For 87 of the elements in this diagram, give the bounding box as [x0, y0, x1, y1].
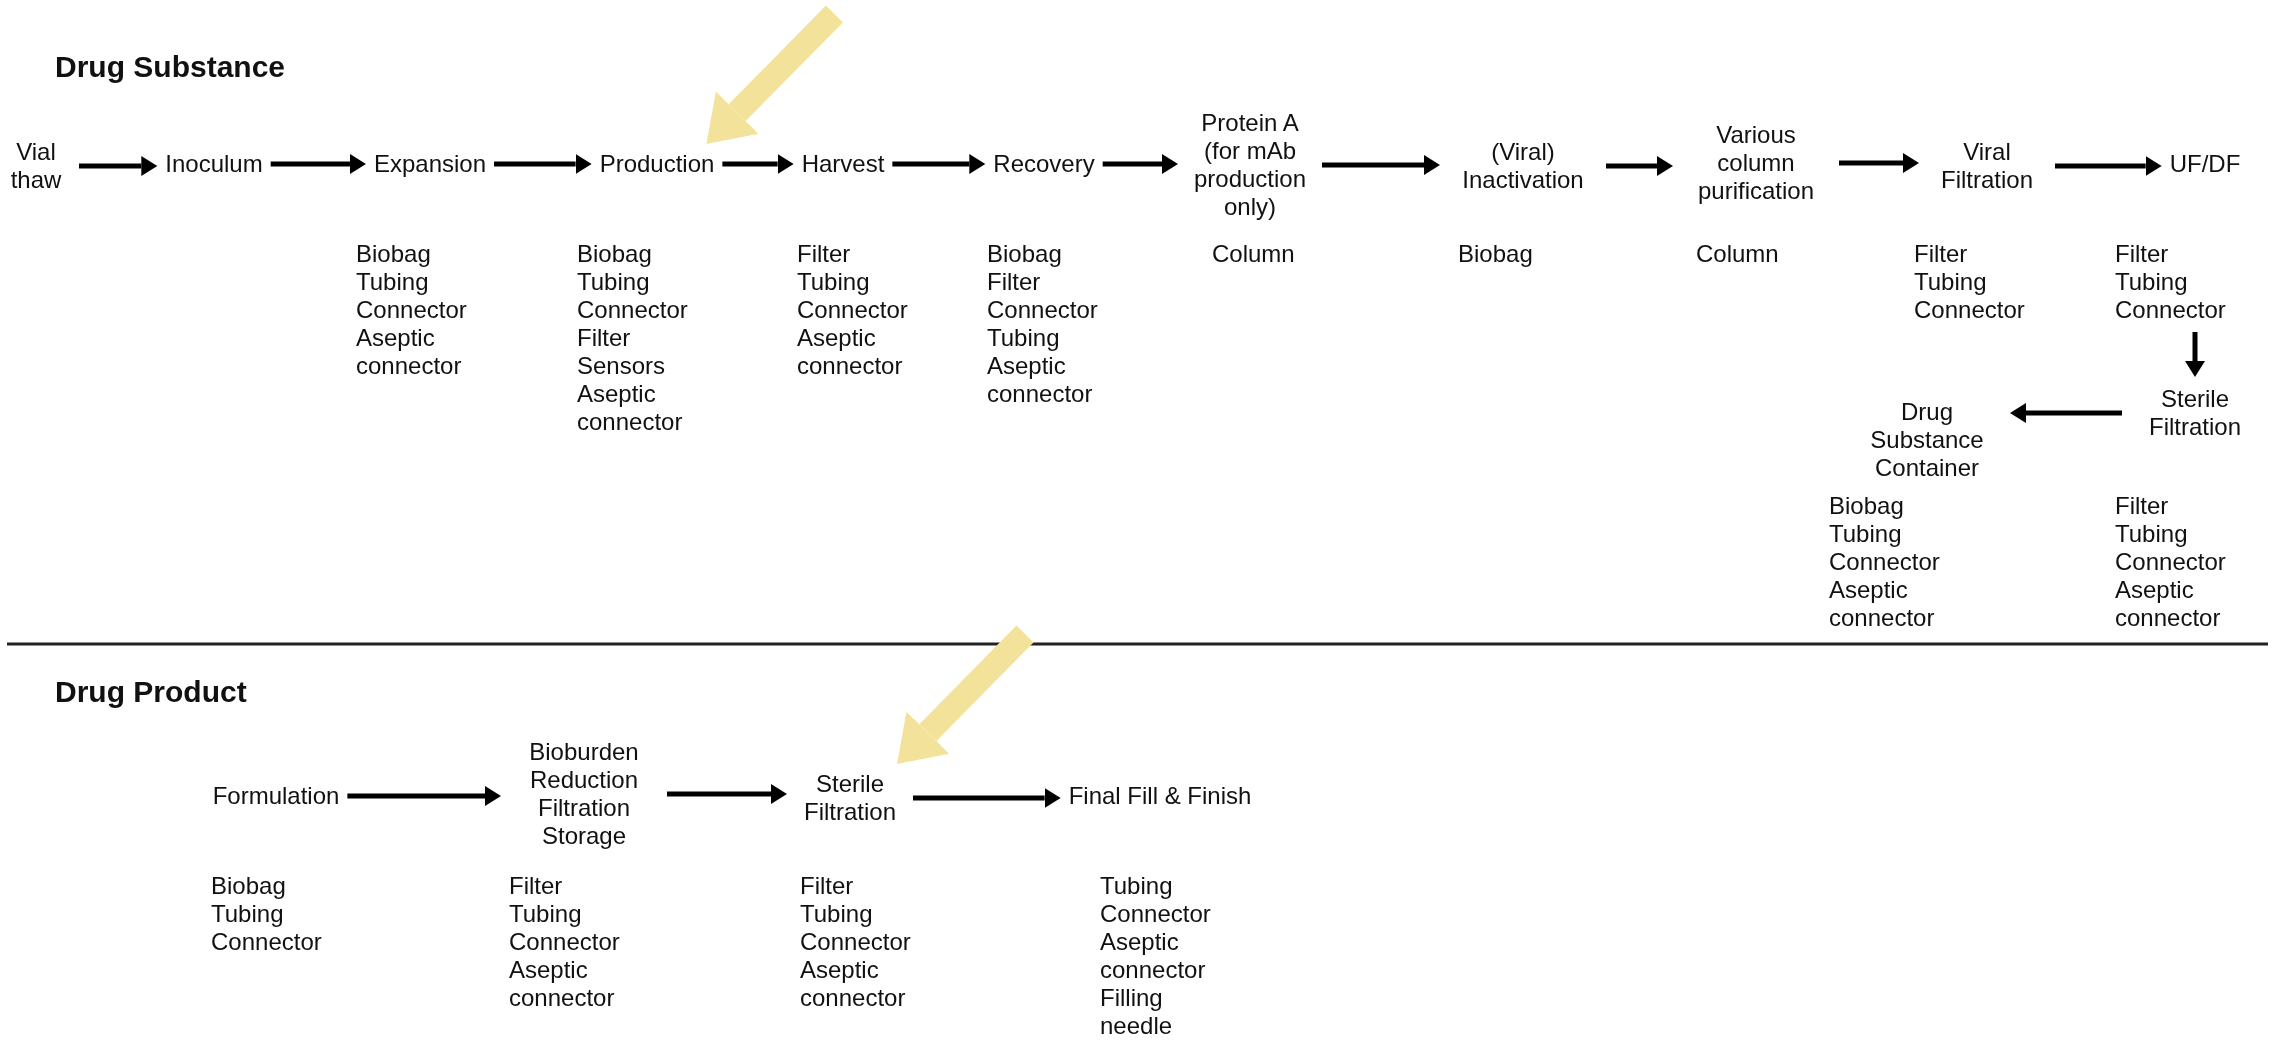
arrow — [913, 788, 1061, 808]
component-label: Aseptic connector — [356, 324, 463, 380]
component-label: Tubing — [577, 268, 651, 296]
component-label: Aseptic connector — [509, 956, 616, 1012]
component-label: Biobag — [1829, 492, 1905, 520]
process-step-label: Bioburden Reduction Filtration Storage — [509, 738, 659, 850]
component-label: Connector — [2115, 296, 2227, 324]
process-step-label: Viral Filtration — [1927, 138, 2047, 194]
arrow — [2055, 156, 2162, 176]
arrow — [2010, 403, 2122, 423]
component-label: Tubing — [356, 268, 430, 296]
component-label: Aseptic connector — [797, 324, 904, 380]
component-label: Aseptic connector — [2115, 576, 2222, 632]
component-label: Filter — [509, 872, 564, 900]
arrow — [347, 786, 501, 806]
component-label: Connector — [2115, 548, 2227, 576]
component-label: Connector — [509, 928, 621, 956]
component-label: Connector — [577, 296, 689, 324]
process-step-label: Sterile Filtration — [795, 770, 905, 826]
component-label: Biobag — [1458, 240, 1534, 268]
component-label: Connector — [1914, 296, 2026, 324]
process-step-label: Final Fill & Finish — [1068, 782, 1252, 810]
component-label: Biobag — [987, 240, 1063, 268]
arrow — [2185, 332, 2205, 377]
process-step-label: Protein A (for mAb production only) — [1186, 109, 1314, 221]
process-step-label: Recovery — [993, 150, 1095, 178]
process-step-label: (Viral) Inactivation — [1448, 138, 1598, 194]
process-step-label: Inoculum — [165, 150, 263, 178]
arrow — [722, 154, 794, 174]
component-label: Connector — [797, 296, 909, 324]
component-label: Connector — [356, 296, 468, 324]
component-label: Tubing — [800, 900, 874, 928]
component-label: Column — [1212, 240, 1296, 268]
component-label: Aseptic connector — [987, 352, 1094, 408]
component-label: Aseptic connector — [800, 956, 907, 1012]
component-label: Aseptic connector — [577, 380, 684, 436]
process-step-label: Production — [599, 150, 715, 178]
section-title: Drug Product — [55, 675, 247, 709]
process-step-label: Drug Substance Container — [1852, 398, 2002, 482]
process-step-label: Expansion — [373, 150, 487, 178]
component-label: Filling needle — [1100, 984, 1174, 1040]
arrow — [1606, 156, 1673, 176]
component-label: Filter — [800, 872, 855, 900]
component-label: Filter — [2115, 240, 2170, 268]
component-label: Aseptic connector — [1829, 576, 1936, 632]
process-step-label: Vial thaw — [1, 138, 71, 194]
component-label: Filter — [2115, 492, 2170, 520]
section-title: Drug Substance — [55, 50, 286, 84]
component-label: Connector — [800, 928, 912, 956]
component-label: Tubing — [797, 268, 871, 296]
arrow — [494, 154, 592, 174]
highlight-arrow — [706, 5, 843, 144]
component-label: Biobag — [356, 240, 432, 268]
process-step-label: Various column purification — [1681, 121, 1831, 205]
component-label: Aseptic connector — [1100, 928, 1207, 984]
arrow — [1839, 153, 1919, 173]
highlight-arrow — [897, 625, 1034, 764]
process-step-label: Harvest — [801, 150, 885, 178]
component-label: Connector — [1829, 548, 1941, 576]
arrow — [79, 156, 158, 176]
component-label: Biobag — [211, 872, 287, 900]
component-label: Tubing — [509, 900, 583, 928]
component-label: Filter — [577, 324, 632, 352]
component-label: Tubing — [211, 900, 285, 928]
arrow — [1322, 155, 1440, 175]
arrow — [1102, 154, 1178, 174]
component-label: Filter — [987, 268, 1042, 296]
component-label: Connector — [211, 928, 323, 956]
component-label: Tubing — [2115, 520, 2189, 548]
process-step-label: Sterile Filtration — [2130, 385, 2260, 441]
component-label: Filter — [797, 240, 852, 268]
arrow — [892, 154, 986, 174]
component-label: Filter — [1914, 240, 1969, 268]
component-label: Tubing — [987, 324, 1061, 352]
process-step-label: Formulation — [212, 782, 340, 810]
component-label: Sensors — [577, 352, 667, 380]
component-label: Tubing — [1829, 520, 1903, 548]
component-label: Biobag — [577, 240, 653, 268]
component-label: Connector — [987, 296, 1099, 324]
component-label: Tubing — [1100, 872, 1174, 900]
process-step-label: UF/DF — [2169, 150, 2241, 178]
component-label: Column — [1696, 240, 1780, 268]
arrow — [667, 784, 787, 804]
arrow — [270, 154, 366, 174]
component-label: Connector — [1100, 900, 1212, 928]
component-label: Tubing — [2115, 268, 2189, 296]
component-label: Tubing — [1914, 268, 1988, 296]
